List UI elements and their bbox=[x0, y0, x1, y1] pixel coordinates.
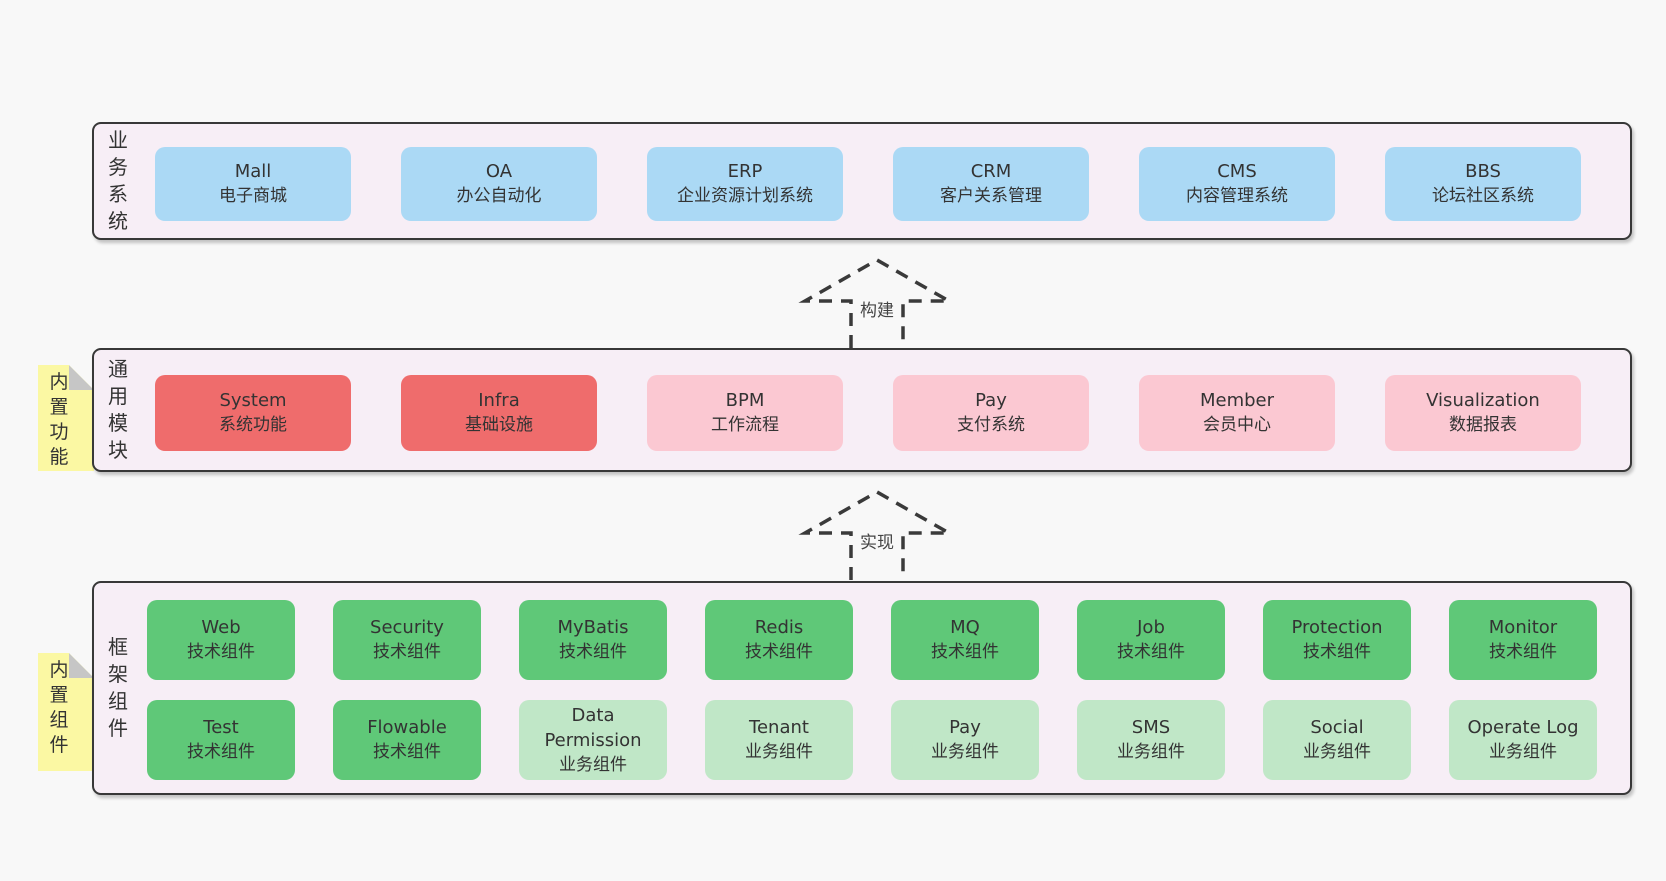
box-member: Member 会员中心 bbox=[1139, 375, 1335, 451]
builtin-features-note-label: 内置功能 bbox=[49, 371, 69, 468]
box-redis: Redis 技术组件 bbox=[705, 600, 853, 680]
box-system: System 系统功能 bbox=[155, 375, 351, 451]
box-web: Web 技术组件 bbox=[147, 600, 295, 680]
build-arrow: 构建 bbox=[797, 256, 957, 350]
framework-components-label: 框架组件 bbox=[108, 635, 128, 740]
implement-arrow: 实现 bbox=[797, 488, 957, 582]
build-arrow-label: 构建 bbox=[857, 296, 897, 321]
implement-arrow-label: 实现 bbox=[857, 528, 897, 553]
framework-row-2: Test 技术组件 Flowable 技术组件 Data Permission … bbox=[94, 700, 1630, 780]
box-crm: CRM 客户关系管理 bbox=[893, 147, 1089, 221]
common-modules-section: 通用模块 System 系统功能 Infra 基础设施 BPM 工作流程 Pay… bbox=[92, 348, 1632, 472]
box-mq: MQ 技术组件 bbox=[891, 600, 1039, 680]
box-job: Job 技术组件 bbox=[1077, 600, 1225, 680]
builtin-components-note-label: 内置组件 bbox=[49, 659, 69, 756]
up-arrow-icon bbox=[798, 489, 956, 580]
box-erp: ERP 企业资源计划系统 bbox=[647, 147, 843, 221]
box-oa: OA 办公自动化 bbox=[401, 147, 597, 221]
framework-row-1: Web 技术组件 Security 技术组件 MyBatis 技术组件 Redi… bbox=[94, 600, 1630, 680]
box-mybatis: MyBatis 技术组件 bbox=[519, 600, 667, 680]
note-fold-icon bbox=[69, 365, 94, 390]
box-monitor: Monitor 技术组件 bbox=[1449, 600, 1597, 680]
box-cms: CMS 内容管理系统 bbox=[1139, 147, 1335, 221]
builtin-components-note: 内置组件 bbox=[38, 653, 94, 771]
note-fold-icon bbox=[69, 653, 94, 678]
common-modules-row: System 系统功能 Infra 基础设施 BPM 工作流程 Pay 支付系统… bbox=[94, 375, 1630, 451]
common-modules-label: 通用模块 bbox=[108, 357, 128, 462]
box-infra: Infra 基础设施 bbox=[401, 375, 597, 451]
box-protection: Protection 技术组件 bbox=[1263, 600, 1411, 680]
box-data-permission: Data Permission 业务组件 bbox=[519, 700, 667, 780]
box-pay-component: Pay 业务组件 bbox=[891, 700, 1039, 780]
business-systems-row: Mall 电子商城 OA 办公自动化 ERP 企业资源计划系统 CRM 客户关系… bbox=[94, 147, 1630, 221]
box-mall: Mall 电子商城 bbox=[155, 147, 351, 221]
box-visualization: Visualization 数据报表 bbox=[1385, 375, 1581, 451]
business-systems-label: 业务系统 bbox=[108, 128, 128, 233]
box-sms: SMS 业务组件 bbox=[1077, 700, 1225, 780]
box-flowable: Flowable 技术组件 bbox=[333, 700, 481, 780]
box-security: Security 技术组件 bbox=[333, 600, 481, 680]
box-bbs: BBS 论坛社区系统 bbox=[1385, 147, 1581, 221]
box-tenant: Tenant 业务组件 bbox=[705, 700, 853, 780]
business-systems-section: 业务系统 Mall 电子商城 OA 办公自动化 ERP 企业资源计划系统 CRM… bbox=[92, 122, 1632, 240]
framework-components-section: 框架组件 Web 技术组件 Security 技术组件 MyBatis 技术组件… bbox=[92, 581, 1632, 795]
box-test: Test 技术组件 bbox=[147, 700, 295, 780]
box-operate-log: Operate Log 业务组件 bbox=[1449, 700, 1597, 780]
up-arrow-icon bbox=[798, 257, 956, 348]
builtin-features-note: 内置功能 bbox=[38, 365, 94, 471]
box-bpm: BPM 工作流程 bbox=[647, 375, 843, 451]
box-pay-module: Pay 支付系统 bbox=[893, 375, 1089, 451]
box-social: Social 业务组件 bbox=[1263, 700, 1411, 780]
